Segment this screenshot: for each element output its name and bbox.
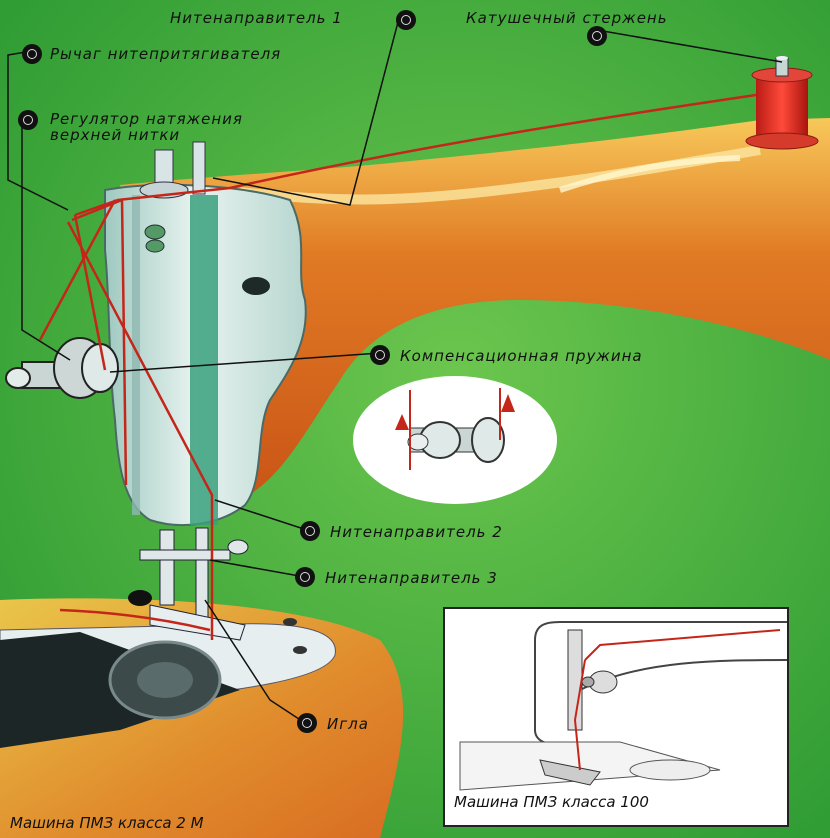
compensation-spring-label: Компенсационная пружина	[400, 347, 643, 365]
thread-guide-1-label: Нитенаправитель 1	[170, 9, 343, 27]
compensation-spring-detail	[353, 376, 557, 504]
main-machine-caption: Машина ПМЗ класса 2 М	[10, 814, 204, 832]
leader-lines	[7, 21, 783, 722]
thread-guide-2-marker	[300, 521, 320, 541]
inset-box	[443, 607, 789, 827]
take-up-lever-marker	[22, 44, 42, 64]
screw	[144, 224, 166, 240]
take-up-lever-label: Рычаг нитепритягивателя	[50, 45, 282, 63]
thread-guide-3-label: Нитенаправитель 3	[325, 569, 498, 587]
bed-hole	[283, 618, 297, 626]
thread-path	[38, 93, 757, 640]
needle-marker	[297, 713, 317, 733]
presser-bar	[159, 529, 175, 606]
tension-regulator-label-line1: Регулятор натяжения	[50, 110, 243, 128]
tension-regulator-label-line2: верхней нитки	[50, 126, 181, 144]
thread-guide-1-marker	[396, 10, 416, 30]
thread-guide-3-marker	[295, 567, 315, 587]
machine-arm	[120, 118, 830, 510]
tension-regulator	[5, 337, 119, 399]
head-hole	[242, 277, 270, 295]
inset-machine-caption: Машина ПМЗ класса 100	[454, 793, 649, 811]
spool	[745, 56, 819, 150]
needle-bar-channel	[190, 195, 218, 525]
thread-guide-post	[192, 141, 206, 195]
tension-regulator-marker	[18, 110, 38, 130]
thread-guide-2-label: Нитенаправитель 2	[330, 523, 503, 541]
needle-label: Игла	[327, 715, 369, 733]
spool-pin-label: Катушечный стержень	[466, 9, 668, 27]
spool-pin-marker	[587, 26, 607, 46]
compensation-spring-marker	[370, 345, 390, 365]
